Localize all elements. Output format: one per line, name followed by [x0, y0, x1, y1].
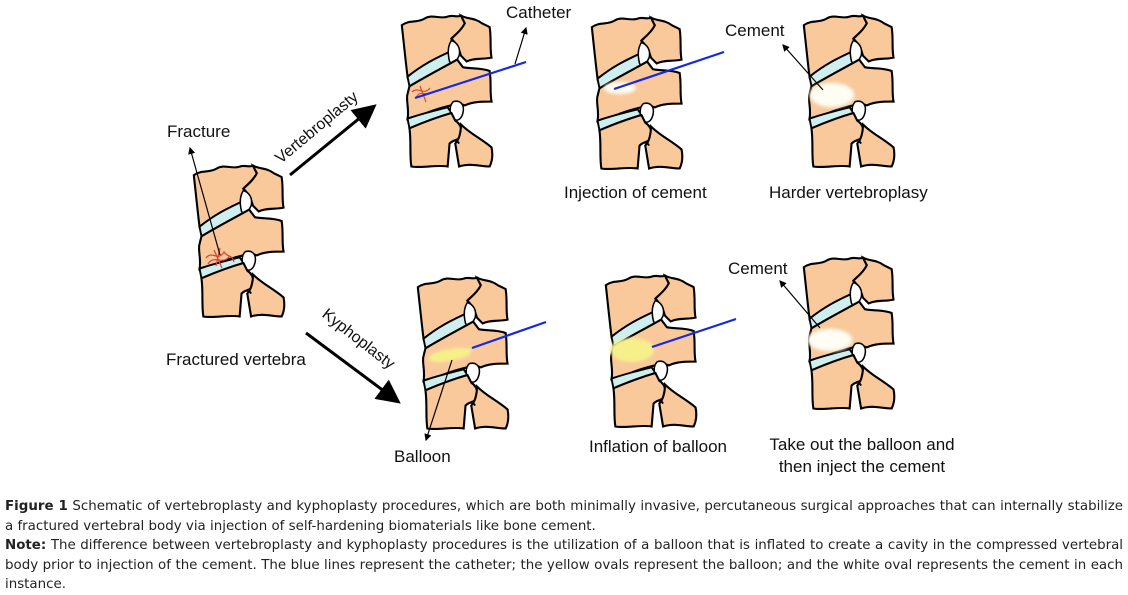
figure-svg	[188, 14, 896, 442]
catheter-pointer-arrow	[514, 26, 528, 65]
caption-note-text: The difference between vertebroplasty an…	[5, 538, 1123, 592]
figure-schematic: Fracture Fractured vertebra Vertebroplas…	[166, 3, 962, 477]
catheter-line	[471, 320, 547, 350]
vertebra-illustration	[590, 16, 684, 171]
catheter-line	[613, 50, 725, 91]
catheter-line	[651, 317, 737, 349]
caption-figure-label: Figure 1	[5, 499, 68, 514]
cement-blob	[809, 82, 855, 108]
vertebra-illustration	[192, 164, 286, 319]
caption-figure-paragraph: Figure 1 Schematic of vertebroplasty and…	[5, 497, 1123, 536]
caption-note-paragraph: Note: The difference between vertebropla…	[5, 536, 1123, 595]
label-fracture: Fracture	[167, 122, 231, 141]
panel-fractured-vertebra	[188, 146, 286, 319]
panel-vp-harder	[782, 14, 896, 169]
label-catheter: Catheter	[506, 3, 572, 22]
caption-take-out-line1: Take out the balloon and	[769, 435, 955, 454]
caption-figure-text: Schematic of vertebroplasty and kyphopla…	[5, 499, 1124, 534]
caption-take-out-balloon: Take out the balloon and then inject the…	[762, 435, 962, 477]
label-cement-top: Cement	[725, 21, 785, 40]
cement-blob	[807, 328, 853, 352]
catheter-line	[414, 60, 527, 100]
balloon-deflated	[428, 347, 472, 363]
cement-pointer-arrow	[779, 280, 821, 329]
cement-pointer-arrow	[782, 44, 824, 91]
caption-note-label: Note:	[5, 538, 47, 553]
vertebroplasty-arrow	[289, 104, 377, 177]
kyphoplasty-arrow	[305, 331, 401, 404]
label-cement-bottom: Cement	[728, 259, 788, 278]
balloon-pointer-arrow	[424, 359, 453, 442]
caption-take-out-line2: then inject the cement	[778, 457, 946, 476]
label-balloon: Balloon	[394, 447, 451, 466]
panel-kp-inflation	[604, 274, 737, 429]
panel-vp-injection	[590, 16, 725, 171]
panel-kp-balloon	[416, 276, 547, 442]
caption-inflation-of-balloon: Inflation of balloon	[589, 437, 727, 456]
balloon-inflated	[610, 338, 654, 362]
panel-vp-catheter	[400, 14, 528, 169]
caption-injection-of-cement: Injection of cement	[564, 183, 707, 202]
vertebra-illustration	[400, 14, 494, 169]
label-fractured-vertebra: Fractured vertebra	[166, 350, 306, 369]
figure-caption: Figure 1 Schematic of vertebroplasty and…	[5, 497, 1123, 595]
caption-harder-vertebroplasy: Harder vertebroplasy	[769, 183, 928, 202]
panel-kp-cement	[779, 256, 896, 411]
fracture-pointer-arrow	[188, 146, 221, 256]
